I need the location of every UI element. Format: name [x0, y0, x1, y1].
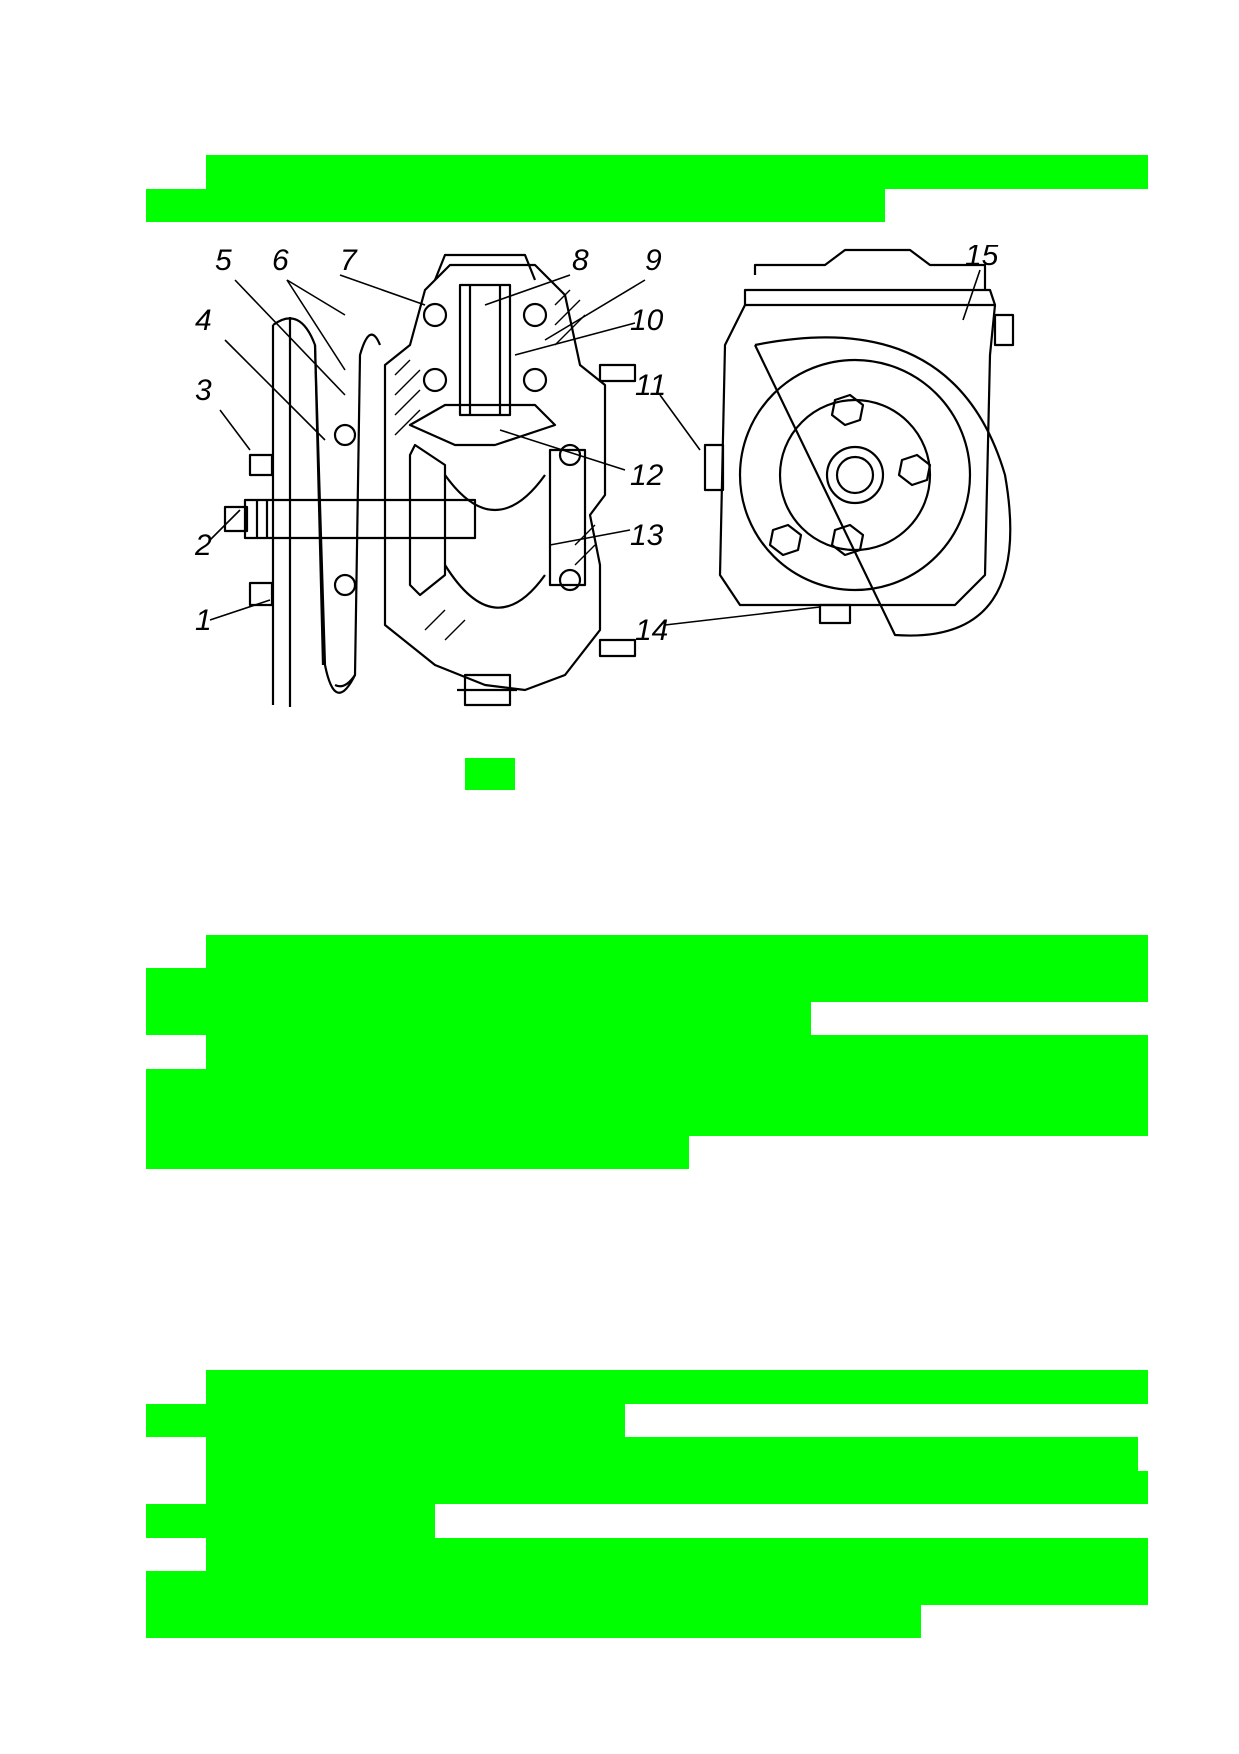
callout-3: 3 — [195, 374, 212, 407]
paragraph-2-line-3 — [146, 1102, 1148, 1136]
paragraph-3-line-2 — [146, 1404, 625, 1437]
paragraph-5-line-2 — [146, 1571, 1148, 1605]
paragraph-2-line-4 — [146, 1136, 689, 1169]
paragraph-2-line-1 — [206, 1035, 1148, 1069]
figure-caption — [465, 758, 515, 790]
paragraph-4-line-2 — [206, 1471, 1148, 1504]
callout-13: 13 — [630, 519, 664, 552]
paragraph-3-line-1 — [206, 1370, 1148, 1404]
callout-11: 11 — [635, 369, 666, 402]
external-view — [703, 248, 1015, 637]
callout-10: 10 — [630, 304, 664, 337]
callout-6: 6 — [272, 245, 289, 277]
paragraph-1-line-1 — [206, 935, 1148, 968]
sectional-view — [223, 253, 637, 707]
callout-5: 5 — [215, 245, 232, 277]
paragraph-5-line-1 — [206, 1538, 1148, 1571]
callout-2: 2 — [195, 529, 212, 562]
callout-9: 9 — [645, 245, 662, 277]
callout-4: 4 — [195, 304, 212, 337]
heading-line-1 — [206, 155, 1148, 189]
paragraph-1-line-2 — [146, 968, 1148, 1002]
paragraph-5-line-3 — [146, 1605, 921, 1638]
paragraph-4-line-1 — [206, 1437, 1138, 1471]
callout-15: 15 — [965, 245, 999, 272]
callout-7: 7 — [340, 245, 358, 277]
callout-8: 8 — [572, 245, 589, 277]
heading-line-2 — [146, 189, 885, 222]
callout-12: 12 — [630, 459, 664, 492]
paragraph-2-line-2 — [146, 1069, 1148, 1102]
paragraph-1-line-3 — [146, 1002, 811, 1035]
callout-1: 1 — [195, 604, 212, 637]
paragraph-4-line-3 — [146, 1504, 435, 1538]
callout-14: 14 — [635, 614, 668, 647]
gearbox-technical-drawing: 1 2 3 4 5 6 7 8 9 10 11 12 13 14 15 — [195, 245, 1015, 707]
